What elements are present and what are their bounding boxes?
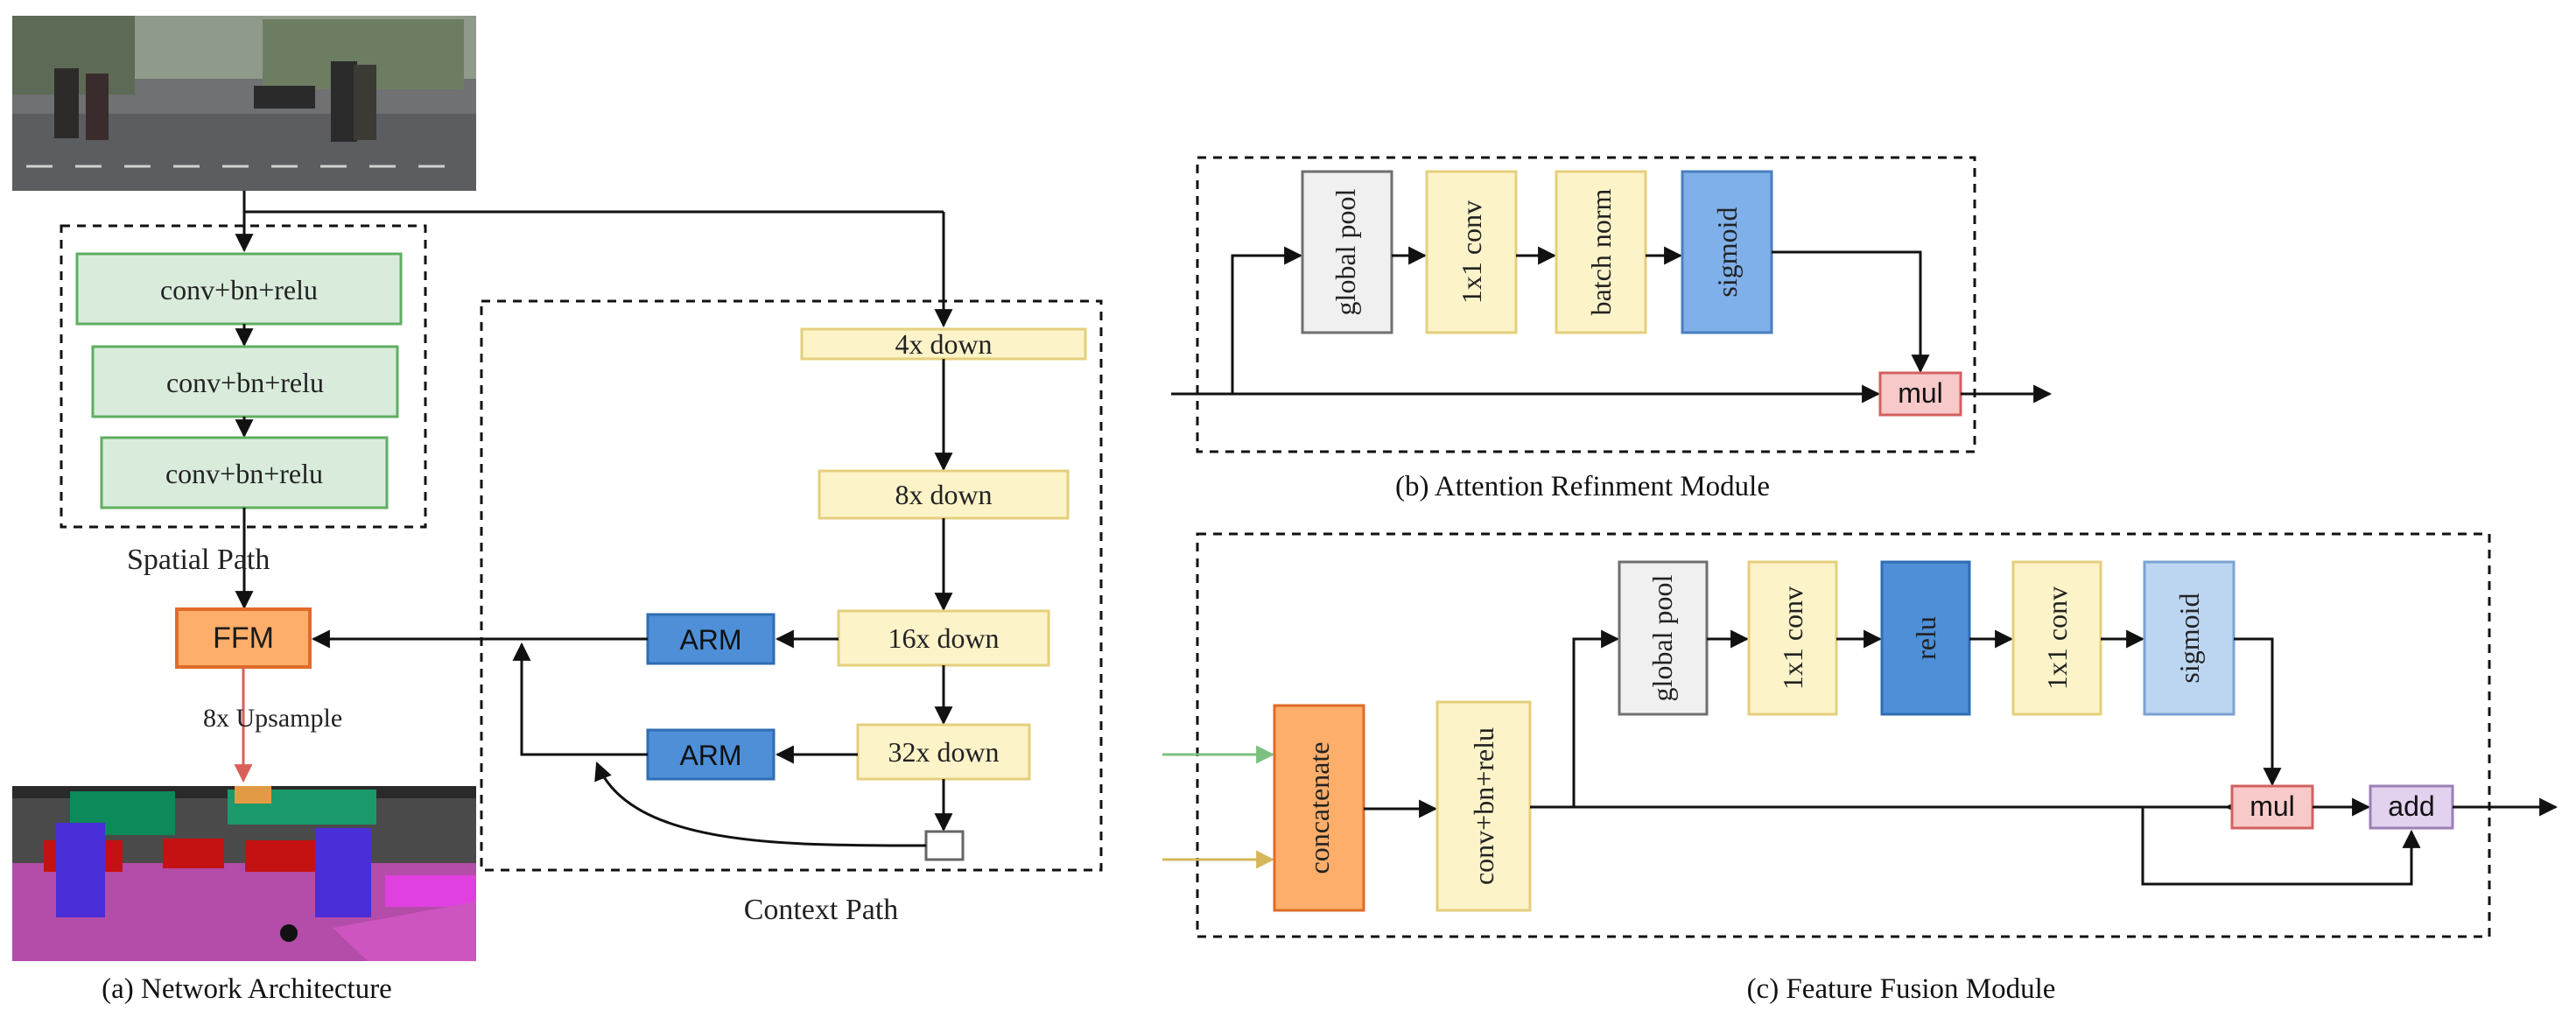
- context-stage-8x-label: 8x down: [895, 479, 992, 510]
- arm-sigmoid: sigmoid: [1681, 170, 1773, 334]
- ffm-relu-label: relu: [1910, 616, 1941, 660]
- spatial-block-2: conv+bn+relu: [91, 345, 399, 418]
- arm-block-2: ARM: [646, 728, 776, 781]
- panel-b-caption: (b) Attention Refinment Module: [1395, 471, 1770, 502]
- ffm-residual-to-add: [2141, 807, 2421, 886]
- arrow-pool-to-arm2: [594, 762, 927, 847]
- arrow-arm2-merge: [512, 642, 648, 756]
- arm-1x1-conv-label: 1x1 conv: [1456, 200, 1487, 304]
- arrow-ffm-sigmoid-to-mul: [2234, 637, 2282, 787]
- ffm-mul-node: mul: [2230, 784, 2314, 830]
- context-path-label: Context Path: [744, 894, 899, 926]
- arm-batch-norm: batch norm: [1555, 170, 1647, 334]
- context-path-box: [480, 299, 1103, 872]
- context-stage-32x-label: 32x down: [888, 736, 999, 768]
- panel-b-attention-refinement-module: global pool 1x1 conv batch norm sigmoid …: [1171, 156, 2053, 502]
- input-street-image: [12, 16, 476, 191]
- ffm-1x1-conv-1: 1x1 conv: [1747, 560, 1838, 716]
- panel-a-caption: (a) Network Architecture: [102, 973, 392, 1005]
- ffm-sigmoid-label: sigmoid: [2173, 593, 2205, 683]
- ffm-1x1-conv-2: 1x1 conv: [2011, 560, 2102, 716]
- context-stage-4x-label: 4x down: [895, 328, 992, 360]
- ffm-conv-bn-relu-label: conv+bn+relu: [1468, 727, 1499, 885]
- ffm-add-label: add: [2388, 790, 2434, 822]
- ffm-1x1-conv-2-label: 1x1 conv: [2041, 586, 2073, 690]
- upsample-label: 8x Upsample: [203, 704, 342, 733]
- arm-mul-label: mul: [1898, 377, 1943, 409]
- ffm-block: FFM: [175, 607, 312, 669]
- panel-c-feature-fusion-module: concatenate conv+bn+relu global pool 1x1…: [1162, 532, 2558, 1005]
- context-stage-8x: 8x down: [818, 469, 1070, 520]
- context-stage-16x: 16x down: [837, 609, 1050, 667]
- panel-c-caption: (c) Feature Fusion Module: [1747, 973, 2056, 1005]
- spatial-path-label: Spatial Path: [127, 544, 270, 576]
- ffm-global-pool-label: global pool: [1646, 574, 1678, 701]
- arm-block-1-label: ARM: [679, 624, 741, 656]
- spatial-block-3: conv+bn+relu: [100, 436, 389, 509]
- ffm-1x1-conv-1-label: 1x1 conv: [1777, 586, 1808, 690]
- panel-a-network-architecture: conv+bn+relu conv+bn+relu conv+bn+relu S…: [12, 16, 1103, 1005]
- spatial-path-box: [60, 224, 427, 529]
- ffm-relu: relu: [1880, 560, 1971, 716]
- arm-global-pool-label: global pool: [1330, 188, 1361, 315]
- ffm-branch-to-pool: [1572, 629, 1620, 807]
- ffm-concatenate: concatenate: [1273, 704, 1365, 912]
- arm-sigmoid-label: sigmoid: [1711, 207, 1743, 297]
- spatial-block-1-label: conv+bn+relu: [160, 274, 318, 305]
- spatial-block-2-label: conv+bn+relu: [166, 367, 324, 398]
- arm-block-2-label: ARM: [679, 740, 741, 771]
- segmentation-output-image: [12, 786, 476, 961]
- context-stage-16x-label: 16x down: [888, 622, 999, 654]
- arm-1x1-conv: 1x1 conv: [1425, 170, 1518, 334]
- ffm-sigmoid: sigmoid: [2143, 560, 2236, 716]
- spatial-block-3-label: conv+bn+relu: [165, 458, 323, 489]
- ffm-conv-bn-relu: conv+bn+relu: [1435, 700, 1532, 912]
- ffm-dashed-box: [1196, 532, 2491, 938]
- arm-batch-norm-label: batch norm: [1585, 188, 1617, 315]
- spatial-block-1: conv+bn+relu: [75, 252, 403, 326]
- global-pool-node: [924, 830, 965, 861]
- context-stage-4x: 4x down: [800, 327, 1087, 361]
- ffm-add-node: add: [2369, 784, 2454, 830]
- ffm-concatenate-label: concatenate: [1303, 742, 1335, 874]
- ffm-global-pool: global pool: [1618, 560, 1709, 716]
- arm-branch-to-pool: [1231, 246, 1303, 394]
- ffm-mul-label: mul: [2250, 790, 2295, 822]
- arm-mul-node: mul: [1878, 371, 1962, 417]
- arm-block-1: ARM: [646, 613, 776, 665]
- ffm-label: FFM: [213, 621, 274, 655]
- arm-global-pool: global pool: [1301, 170, 1393, 334]
- context-stage-32x: 32x down: [856, 723, 1031, 781]
- arrow-arm-sigmoid-to-mul: [1772, 250, 1930, 374]
